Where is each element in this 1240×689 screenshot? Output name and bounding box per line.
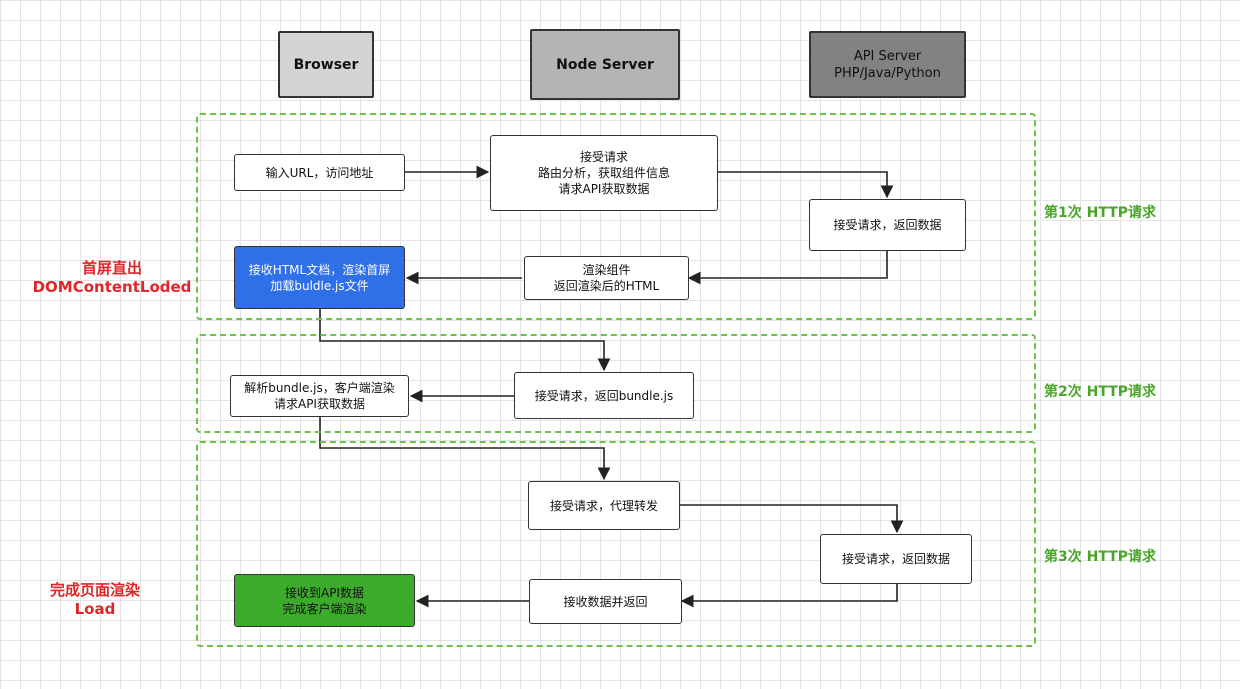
arrow-proxy-to-api-3 [680, 504, 904, 534]
step-node-receive-and-return[interactable]: 接收数据并返回 [529, 579, 682, 624]
arrow-browser-to-bundle [319, 309, 611, 372]
step-api-return-data-1[interactable]: 接受请求，返回数据 [809, 199, 966, 251]
arrow-api-to-node-return [680, 584, 898, 608]
side-label-complete: 完成页面渲染 Load [40, 581, 150, 619]
step-node-render-component[interactable]: 渲染组件 返回渲染后的HTML [524, 256, 689, 300]
step-browser-render-complete[interactable]: 接收到API数据 完成客户端渲染 [234, 574, 415, 627]
lane-header-browser: Browser [278, 31, 374, 98]
step-node-receive-request-1[interactable]: 接受请求 路由分析，获取组件信息 请求API获取数据 [490, 135, 718, 211]
step-api-return-data-3[interactable]: 接受请求，返回数据 [820, 534, 972, 584]
section-label-2: 第2次 HTTP请求 [1044, 384, 1157, 400]
section-http-request-2 [196, 334, 1036, 433]
section-label-3: 第3次 HTTP请求 [1044, 549, 1157, 565]
step-browser-parse-bundle[interactable]: 解析bundle.js，客户端渲染 请求API获取数据 [230, 375, 409, 417]
step-node-return-bundle[interactable]: 接受请求，返回bundle.js [514, 372, 694, 419]
side-label-complete-text: 完成页面渲染 Load [49, 581, 140, 618]
section-http-request-3 [196, 441, 1036, 647]
lane-header-node-server: Node Server [530, 29, 680, 100]
arrow-node-to-api-1 [718, 171, 894, 199]
lane-header-api-server: API Server PHP/Java/Python [809, 31, 966, 98]
step-browser-render-first-screen[interactable]: 接收HTML文档，渲染首屏 加载buldle.js文件 [234, 246, 405, 309]
step-input-url[interactable]: 输入URL，访问地址 [234, 154, 405, 191]
section-http-request-1 [196, 113, 1036, 320]
arrow-api-to-render [687, 251, 888, 285]
side-label-first-screen-text: 首屏直出 DOMContentLoded [32, 259, 192, 296]
side-label-first-screen: 首屏直出 DOMContentLoded [32, 259, 192, 297]
step-node-proxy-forward[interactable]: 接受请求，代理转发 [528, 481, 680, 530]
section-label-1: 第1次 HTTP请求 [1044, 205, 1157, 221]
